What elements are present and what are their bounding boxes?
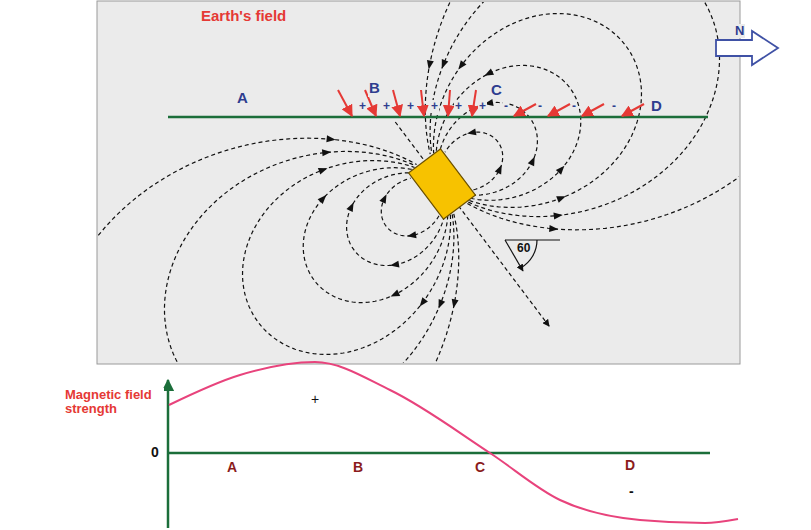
field-arrowhead (549, 225, 559, 233)
station-label: A (226, 460, 238, 475)
field-arrowhead (407, 231, 417, 239)
field-arrowhead (326, 135, 336, 143)
angle-reference (505, 239, 560, 240)
sign-label: + (478, 100, 487, 113)
axis-label: Magnetic field strength (64, 388, 164, 417)
anomaly-curve (169, 362, 738, 523)
earth-field-vector (514, 104, 536, 116)
sign-label: - (503, 100, 509, 113)
field-arrowhead (439, 59, 449, 70)
field-arrowhead (556, 193, 567, 203)
station-label: C (474, 460, 486, 475)
field-line (164, 151, 453, 363)
field-line (395, 122, 549, 326)
field-arrowhead (346, 201, 356, 212)
sign-label: - (571, 100, 577, 113)
field-arrowhead (466, 128, 476, 137)
station-label: C (490, 82, 503, 99)
earth-field-vector (448, 90, 450, 116)
magnetic-body (409, 149, 476, 219)
field-line (433, 14, 641, 208)
station-label: D (650, 98, 663, 115)
field-arrowhead (318, 165, 329, 175)
earth-field-vector (548, 104, 570, 116)
zero-line (168, 452, 710, 455)
earth-field-vector (622, 104, 644, 116)
station-label: B (352, 460, 364, 475)
field-arrowhead (455, 60, 466, 71)
field-arrowhead (318, 193, 329, 204)
field-arrowhead (556, 163, 567, 174)
sign-label: + (358, 100, 367, 113)
field-line (243, 161, 451, 355)
field-arrowhead (425, 60, 434, 70)
sign-label: - (611, 100, 617, 113)
sign-label: + (382, 100, 391, 113)
field-arrowhead (389, 261, 399, 269)
sign-label: + (406, 100, 415, 113)
field-arrowhead (450, 299, 459, 309)
field-arrowhead (379, 193, 389, 204)
field-arrowhead (322, 149, 332, 157)
earth-field-vector (393, 90, 400, 116)
field-line (98, 138, 459, 363)
field-arrowhead (483, 69, 494, 79)
sign-label: - (628, 484, 635, 499)
field-arrowhead (435, 299, 445, 310)
sign-label: + (310, 392, 320, 407)
field-arrowhead (417, 297, 428, 308)
station-label: D (624, 458, 636, 473)
field-line (430, 2, 719, 217)
station-label: A (236, 90, 249, 107)
sign-label: - (537, 100, 543, 113)
north-arrow (716, 31, 778, 65)
sign-label: + (454, 100, 463, 113)
field-label: Earth's field (200, 8, 287, 25)
ground-surface (168, 116, 708, 119)
axis-tick: 0 (150, 445, 160, 460)
sign-label: + (430, 100, 439, 113)
earth-field-vector (421, 90, 424, 116)
earth-field-vector (338, 90, 352, 116)
earth-field-vector (472, 90, 476, 116)
section-panel (97, 1, 740, 364)
field-arrowhead (528, 155, 538, 166)
decorations (168, 31, 778, 528)
field-arrowhead (495, 163, 505, 174)
earth-field-vector (582, 104, 604, 116)
north-label: N (734, 24, 745, 38)
station-label: B (368, 80, 381, 97)
field-lines (98, 2, 739, 363)
angle-label: 60 (516, 242, 531, 255)
field-arrowhead (389, 290, 400, 300)
field-arrowhead (553, 212, 563, 220)
